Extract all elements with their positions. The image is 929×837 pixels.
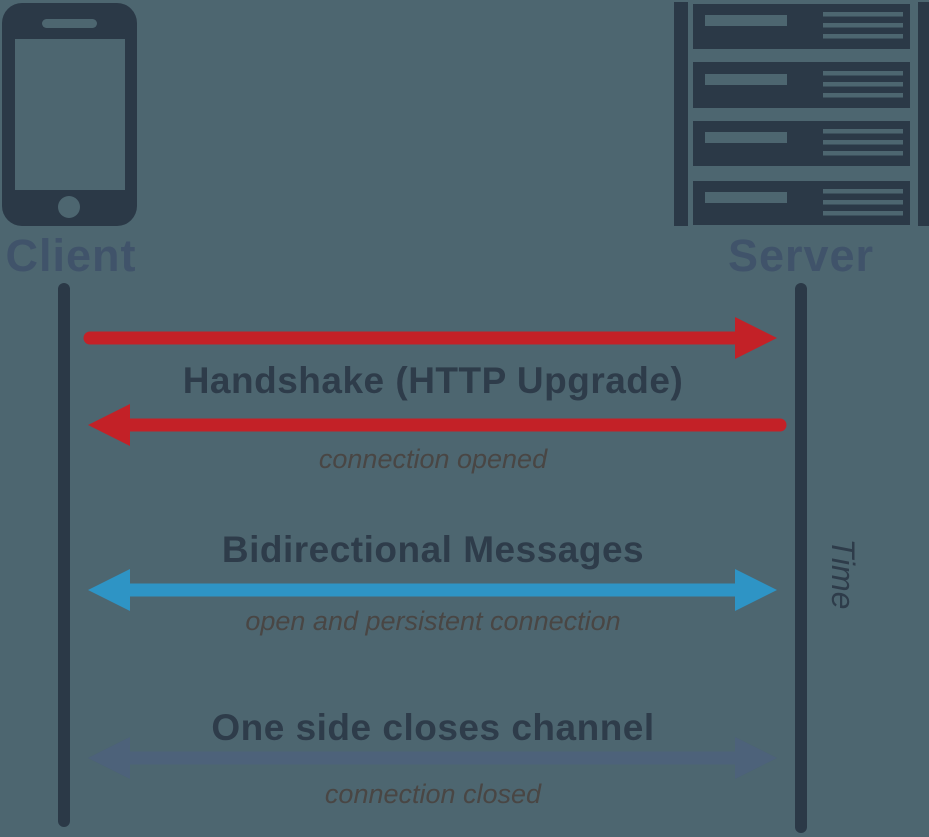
smartphone-icon [2, 3, 137, 226]
persistent-connection-note: open and persistent connection [245, 606, 621, 636]
close-channel-title: One side closes channel [211, 707, 655, 748]
handshake-response-arrow [88, 404, 787, 446]
server-rack-icon [674, 2, 929, 226]
rack-rail-left [674, 2, 688, 226]
server-label: Server [727, 230, 875, 281]
client-label: Client [5, 230, 137, 281]
phone-home-button [58, 196, 80, 218]
handshake-request-arrow [83, 317, 777, 359]
close-channel-arrow [88, 737, 777, 779]
connection-opened-note: connection opened [318, 444, 548, 474]
rack-rail-right [918, 2, 929, 226]
bidirectional-right-arrowhead [735, 569, 777, 611]
bidirectional-arrow [88, 569, 777, 611]
bidirectional-left-arrowhead [88, 569, 130, 611]
handshake-response-arrowhead [88, 404, 130, 446]
phone-screen [15, 39, 125, 190]
handshake-title: Handshake (HTTP Upgrade) [182, 360, 684, 401]
bidirectional-title: Bidirectional Messages [221, 529, 645, 570]
rack-unit [693, 121, 910, 166]
time-axis-label: Time [825, 538, 861, 610]
phone-speaker [42, 19, 97, 28]
close-channel-right-arrowhead [735, 737, 777, 779]
close-channel-left-arrowhead [88, 737, 130, 779]
rack-unit [693, 62, 910, 108]
handshake-request-arrowhead [735, 317, 777, 359]
connection-closed-note: connection closed [324, 779, 542, 809]
rack-unit [693, 4, 910, 49]
rack-unit [693, 181, 910, 225]
